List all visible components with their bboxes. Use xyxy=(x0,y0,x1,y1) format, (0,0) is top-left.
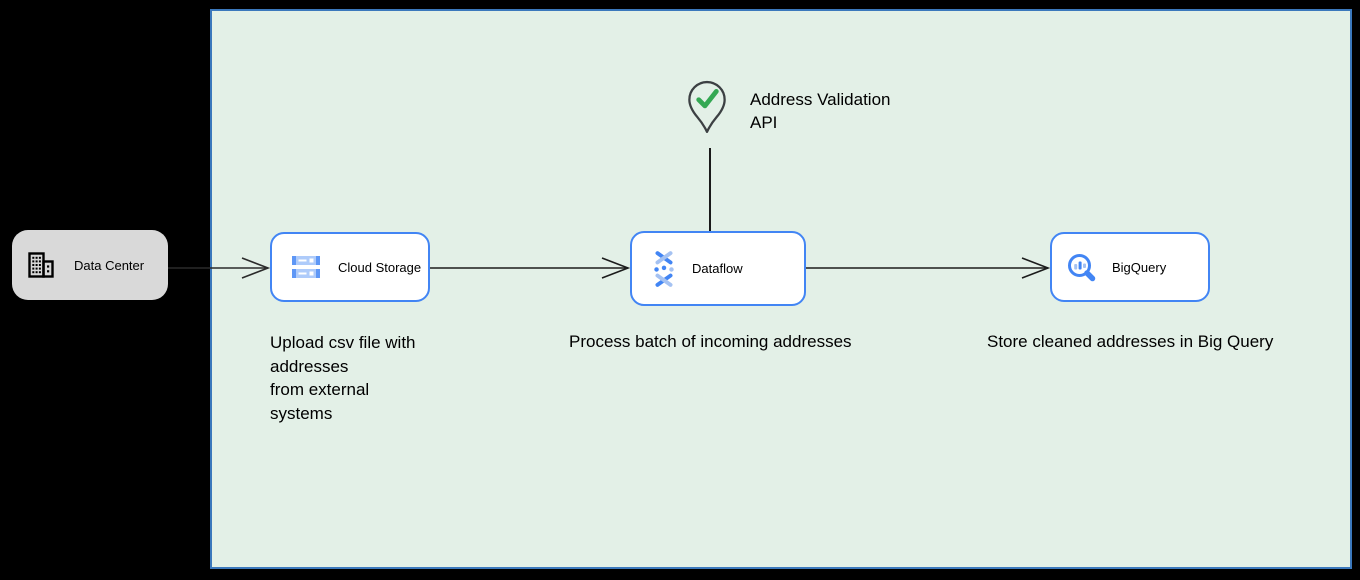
node-dataflow[interactable]: Dataflow xyxy=(630,231,806,306)
annotation-address-validation-api: Address Validation API xyxy=(750,90,891,132)
cloud-storage-icon xyxy=(292,256,320,278)
node-label-bigquery: BigQuery xyxy=(1112,259,1167,275)
node-label-dataflow: Dataflow xyxy=(692,261,743,276)
caption-process-batch: Process batch of incoming addresses xyxy=(569,332,852,351)
dataflow-icon xyxy=(654,250,674,287)
caption-store-cleaned: Store cleaned addresses in Big Query xyxy=(987,332,1274,351)
caption-upload-csv: Upload csv file with addresses from exte… xyxy=(270,333,416,423)
node-cloud-storage[interactable]: Cloud Storage xyxy=(270,232,430,302)
bigquery-icon xyxy=(1068,254,1096,282)
data-center-building-icon xyxy=(28,252,54,278)
node-label-cloud-storage: Cloud Storage xyxy=(338,259,422,275)
node-label-data-center: Data Center xyxy=(74,257,145,273)
node-bigquery[interactable]: BigQuery xyxy=(1050,232,1210,302)
location-pin-check-icon[interactable] xyxy=(687,80,727,136)
node-data-center[interactable]: Data Center xyxy=(12,230,168,300)
